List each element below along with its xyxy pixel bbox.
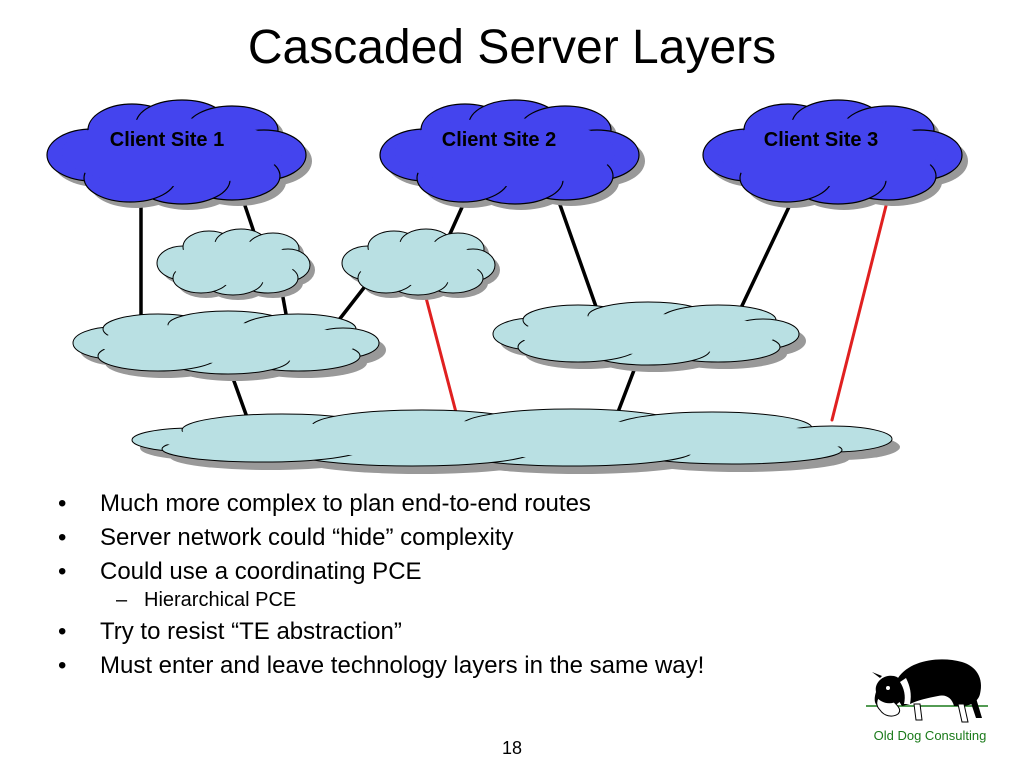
bullet-item: Server network could “hide” complexity: [58, 524, 758, 552]
sheepdog-icon: [866, 659, 988, 723]
logo-caption: Old Dog Consulting: [873, 728, 987, 743]
links: [139, 183, 892, 422]
bullet-list: Much more complex to plan end-to-end rou…: [58, 490, 758, 686]
link-small-center-core-red: [422, 288, 460, 422]
client-site-3-cloud: [702, 99, 969, 211]
client-site-1: Client Site 1: [46, 99, 313, 211]
client-site-3-label: Client Site 3: [764, 129, 878, 151]
link-site3-core-red: [830, 188, 892, 422]
mid-server-cloud-left: [72, 310, 387, 382]
client-site-2-cloud: [379, 99, 646, 211]
small-server-cloud-left: [156, 228, 316, 301]
bullet-item: Must enter and leave technology layers i…: [58, 652, 758, 680]
link-site2-mid-right: [551, 183, 602, 320]
core-server-cloud: [131, 408, 901, 475]
mid-server-cloud-right: [492, 301, 807, 373]
client-site-1-label: Client Site 1: [110, 129, 224, 151]
client-site-2: Client Site 2: [379, 99, 646, 211]
link-mid-right-core: [616, 363, 638, 414]
client-site-1-cloud: [46, 99, 313, 211]
bullet-item: Could use a coordinating PCE: [58, 558, 758, 586]
link-site3-mid-right: [738, 188, 799, 312]
sub-bullet-item: Hierarchical PCE: [58, 588, 758, 612]
small-server-cloud-center: [341, 228, 501, 301]
slide-title: Cascaded Server Layers: [247, 21, 777, 74]
client-site-3: Client Site 3: [702, 99, 969, 211]
bullet-item: Try to resist “TE abstraction”: [58, 618, 758, 646]
bullet-item: Much more complex to plan end-to-end rou…: [58, 490, 758, 518]
client-site-2-label: Client Site 2: [442, 129, 556, 151]
page-number: 18: [501, 738, 523, 758]
network-diagram: Client Site 1 Client Site 2 Client Site …: [46, 99, 969, 475]
